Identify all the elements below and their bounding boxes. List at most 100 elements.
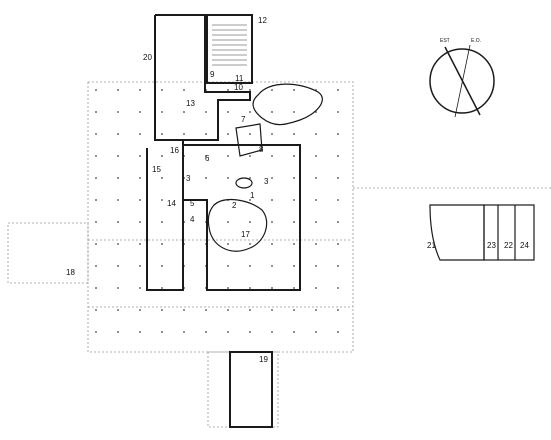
label-10: 10 xyxy=(234,83,243,92)
grid-dot xyxy=(117,89,119,91)
grid-dot xyxy=(183,89,185,91)
grid-dot xyxy=(271,155,273,157)
label-16: 16 xyxy=(170,146,179,155)
label-4: 4 xyxy=(190,215,195,224)
grid-dot xyxy=(293,331,295,333)
grid-dot xyxy=(271,287,273,289)
grid-dot xyxy=(205,177,207,179)
grid-dot xyxy=(337,221,339,223)
label-5: 5 xyxy=(190,199,195,208)
grid-dot xyxy=(117,199,119,201)
grid-dot xyxy=(337,265,339,267)
grid-dot xyxy=(293,111,295,113)
grid-dot xyxy=(95,221,97,223)
grid-dot xyxy=(205,155,207,157)
grid-dot xyxy=(161,221,163,223)
grid-dot xyxy=(249,221,251,223)
grid-dot xyxy=(95,89,97,91)
grid-dot xyxy=(249,111,251,113)
grid-dot xyxy=(139,331,141,333)
grid-dot xyxy=(293,287,295,289)
grid-dot xyxy=(205,111,207,113)
grid-dot xyxy=(161,309,163,311)
label-1: 1 xyxy=(250,191,255,200)
grid-dot xyxy=(95,265,97,267)
grid-dot xyxy=(249,243,251,245)
label-18: 18 xyxy=(66,268,75,277)
label-23: 23 xyxy=(487,241,496,250)
grid-dot xyxy=(293,309,295,311)
grid-dot xyxy=(271,309,273,311)
grid-dot xyxy=(117,221,119,223)
label-14: 14 xyxy=(167,199,176,208)
grid-dot xyxy=(227,287,229,289)
grid-dot xyxy=(161,331,163,333)
grid-dot xyxy=(117,155,119,157)
grid-dot xyxy=(227,265,229,267)
grid-dot xyxy=(271,243,273,245)
grid-dot xyxy=(117,309,119,311)
grid-dot xyxy=(293,133,295,135)
platform-outline xyxy=(7,81,551,428)
grid-dot xyxy=(337,155,339,157)
grid-dot xyxy=(293,243,295,245)
grid-dot xyxy=(139,89,141,91)
grid-dot xyxy=(271,331,273,333)
grid-dot xyxy=(227,133,229,135)
grid-dot xyxy=(183,309,185,311)
column-grid xyxy=(95,89,339,333)
grid-dot xyxy=(337,287,339,289)
grid-dot xyxy=(183,111,185,113)
grid-dot xyxy=(161,199,163,201)
grid-dot xyxy=(337,331,339,333)
grid-dot xyxy=(161,265,163,267)
grid-dot xyxy=(117,133,119,135)
label-22: 22 xyxy=(504,241,513,250)
grid-dot xyxy=(249,89,251,91)
grid-dot xyxy=(315,155,317,157)
grid-dot xyxy=(205,309,207,311)
grid-dot xyxy=(337,177,339,179)
grid-dot xyxy=(139,221,141,223)
grid-dot xyxy=(293,155,295,157)
label-24: 24 xyxy=(520,241,529,250)
grid-dot xyxy=(117,331,119,333)
grid-dot xyxy=(315,133,317,135)
label-3b: 3 xyxy=(264,177,269,186)
grid-dot xyxy=(249,331,251,333)
grid-dot xyxy=(315,177,317,179)
grid-dot xyxy=(271,177,273,179)
label-8: 8 xyxy=(259,145,264,154)
grid-dot xyxy=(161,111,163,113)
grid-dot xyxy=(117,243,119,245)
grid-dot xyxy=(117,111,119,113)
label-6: 6 xyxy=(205,154,210,163)
grid-dot xyxy=(95,287,97,289)
grid-dot xyxy=(95,243,97,245)
grid-dot xyxy=(337,89,339,91)
label-7: 7 xyxy=(241,115,246,124)
grid-dot xyxy=(227,309,229,311)
grid-dot xyxy=(183,331,185,333)
grid-dot xyxy=(183,133,185,135)
grid-dot xyxy=(117,287,119,289)
grid-dot xyxy=(271,221,273,223)
label-15: 15 xyxy=(152,165,161,174)
grid-dot xyxy=(139,287,141,289)
grid-dot xyxy=(293,177,295,179)
grid-dot xyxy=(293,265,295,267)
label-17: 17 xyxy=(241,230,250,239)
grid-dot xyxy=(249,133,251,135)
grid-dot xyxy=(271,199,273,201)
grid-dot xyxy=(161,89,163,91)
grid-dot xyxy=(337,199,339,201)
grid-dot xyxy=(249,309,251,311)
grid-dot xyxy=(95,331,97,333)
grid-dot xyxy=(205,331,207,333)
grid-dot xyxy=(139,309,141,311)
grid-dot xyxy=(227,177,229,179)
grid-dot xyxy=(95,111,97,113)
grid-dot xyxy=(95,177,97,179)
grid-dot xyxy=(161,287,163,289)
